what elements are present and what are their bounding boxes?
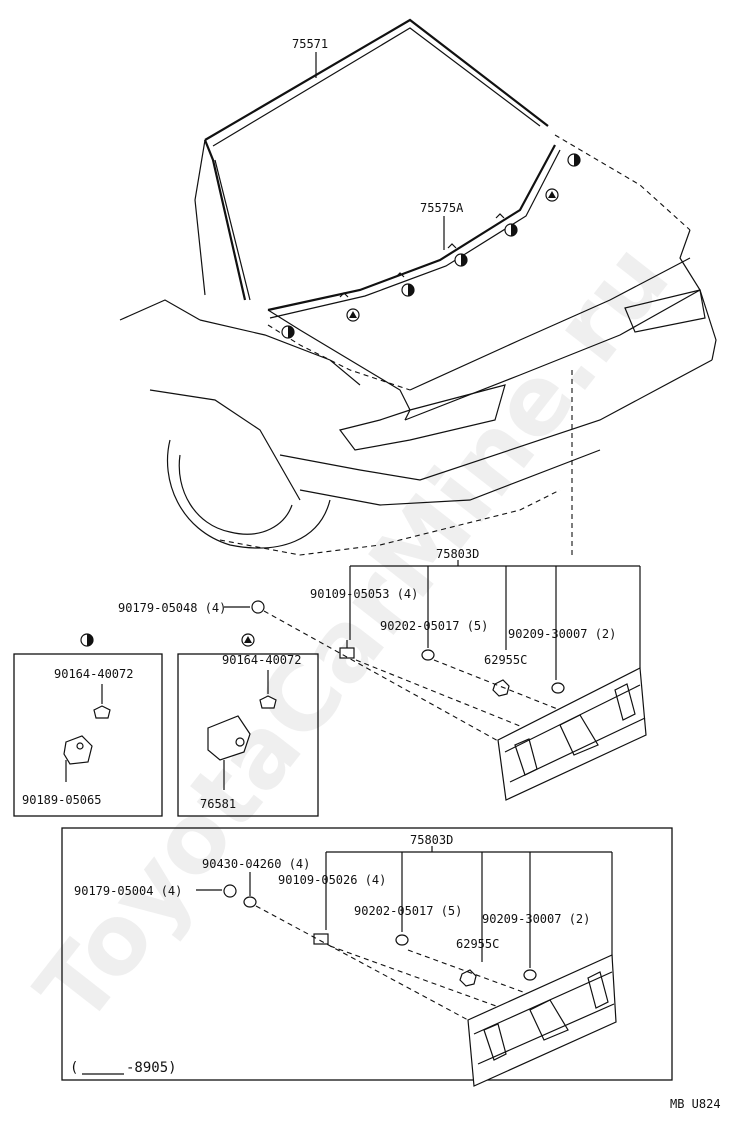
label-90209-30007-bottom: 90209-30007 (2) [482,912,590,926]
rear-panel-garnish-bottom [467,954,617,1087]
label-90189-05065: 90189-05065 [22,793,101,807]
detail-box-triangle: 90164-40072 76581 [177,633,319,817]
range-end-date: -8905) [126,1060,177,1076]
label-75803d-top: 75803D [436,547,479,561]
label-90109-05026: 90109-05026 (4) [278,873,386,887]
label-75803d-bottom: 75803D [410,833,453,847]
label-90202-05017-top: 90202-05017 (5) [380,619,488,633]
diagram-code: MB U824 [670,1097,721,1111]
label-76581: 76581 [200,797,236,811]
clip-part [492,679,510,697]
nut-part [251,600,265,614]
nut-part [223,884,237,898]
label-62955c-bottom: 62955C [456,937,499,951]
range-open-paren: ( [70,1060,78,1076]
washer-part [243,896,257,908]
upper-panel-assembly: 75803D 90179-05048 (4) 90109-05053 (4) 9… [118,547,647,801]
label-62955c-top: 62955C [484,653,527,667]
clip-part [63,735,93,765]
rear-panel-garnish-top [497,667,647,801]
label-90164-40072-a: 90164-40072 [54,667,133,681]
screw-part [259,695,277,709]
lower-window-moulding [267,144,556,312]
rear-window-moulding [204,18,549,141]
washer-part [421,649,435,661]
label-75575a: 75575A [420,201,464,215]
label-90209-30007-top: 90209-30007 (2) [508,627,616,641]
label-90179-05048: 90179-05048 (4) [118,601,226,615]
clip-part [459,969,477,987]
detail-box-half-circle: 90164-40072 90189-05065 [13,633,163,817]
washer-part [395,934,409,946]
lower-panel-assembly: 75803D 90430-04260 (4) 90179-05004 (4) 9… [61,827,673,1087]
washer-part [523,969,537,981]
washer-part [551,682,565,694]
position-markers [281,153,581,339]
label-90430-04260: 90430-04260 (4) [202,857,310,871]
label-90164-40072-b: 90164-40072 [222,653,301,667]
screw-part [313,933,329,945]
screw-part [93,705,111,719]
bracket-part [207,715,251,761]
car-body [119,18,717,556]
label-90109-05053: 90109-05053 (4) [310,587,418,601]
label-75571: 75571 [292,37,328,51]
label-90202-05017-bottom: 90202-05017 (5) [354,904,462,918]
label-90179-05004: 90179-05004 (4) [74,884,182,898]
